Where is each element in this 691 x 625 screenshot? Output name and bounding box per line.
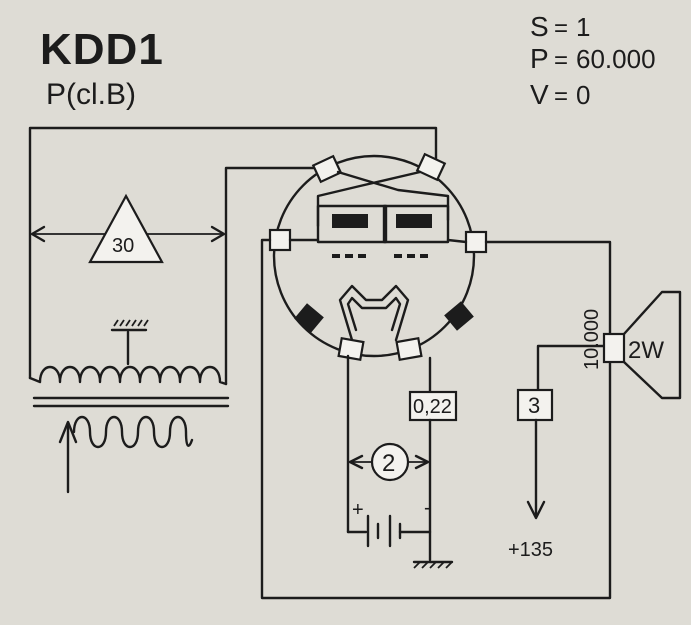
- meter-label: 2: [382, 450, 395, 477]
- grid-box-left: [316, 204, 388, 244]
- speaker-power-label: 2W: [628, 337, 664, 364]
- ground-symbol-battery: [412, 560, 454, 569]
- grid-box-right: [382, 204, 450, 244]
- param-eq-p: =: [554, 47, 568, 74]
- meter-circle: [370, 442, 410, 482]
- speaker: 2W 10.000: [581, 290, 682, 400]
- pin-bottom-right: [395, 336, 423, 362]
- input-arrow-head: [58, 420, 78, 444]
- triangle-marker: [88, 193, 164, 264]
- param-key-s: S: [530, 11, 549, 42]
- resistor-supply-label: 3: [528, 393, 540, 418]
- input-transformer: 30: [28, 126, 438, 494]
- speaker-impedance-label: 10.000: [581, 309, 603, 370]
- tube-mode: P(cl.B): [46, 78, 136, 111]
- param-key-p: P: [530, 43, 549, 74]
- pin-right-link: [446, 238, 468, 244]
- anode-right: [396, 214, 432, 228]
- tube-title: KDD1: [40, 25, 164, 74]
- ground-symbol-tap: [110, 319, 149, 332]
- supply-label: +135: [508, 539, 553, 561]
- wire-transformer-inner: [224, 166, 328, 386]
- anode-left: [332, 214, 368, 228]
- resistor-022: [408, 390, 458, 422]
- wire-plate-loop: [260, 238, 612, 600]
- wire-supply: [536, 344, 608, 392]
- param-eq-s: =: [554, 15, 568, 42]
- param-list: S = 1 P = 60.000 V = 0: [530, 11, 656, 110]
- param-val-p: 60.000: [576, 44, 656, 74]
- wire-transformer-outer: [28, 126, 438, 380]
- param-key-v: V: [530, 79, 549, 110]
- meter-arrow-left: [348, 454, 364, 470]
- speaker-coil-box: [602, 332, 626, 364]
- param-eq-v: =: [554, 83, 568, 110]
- coil-secondary: [28, 365, 228, 386]
- filament: [338, 284, 410, 342]
- meter-arrow-right: [414, 454, 430, 470]
- span-arrow-left: [30, 225, 46, 243]
- pin-dark-right: [444, 301, 474, 331]
- supply-arrow-head: [526, 500, 546, 520]
- pin-left: [268, 228, 292, 252]
- span-arrow-right: [210, 225, 226, 243]
- speaker-cone: [622, 290, 682, 400]
- pin-right: [464, 230, 488, 254]
- param-val-s: 1: [576, 12, 590, 42]
- tube-envelope: [272, 154, 476, 358]
- battery-minus-label: -: [424, 497, 431, 519]
- pin-dark-left: [294, 303, 324, 333]
- pin-bottom-left: [337, 336, 365, 362]
- triangle-label: 30: [112, 235, 134, 257]
- resistor-022-label: 0,22: [413, 396, 452, 418]
- pin-top-left: [311, 154, 343, 184]
- battery: + -: [346, 497, 432, 548]
- battery-plus-label: +: [352, 499, 364, 521]
- coil-primary: [72, 415, 194, 449]
- tube-kdd1: [268, 152, 488, 362]
- pin-top-right: [415, 152, 447, 182]
- param-val-v: 0: [576, 80, 590, 110]
